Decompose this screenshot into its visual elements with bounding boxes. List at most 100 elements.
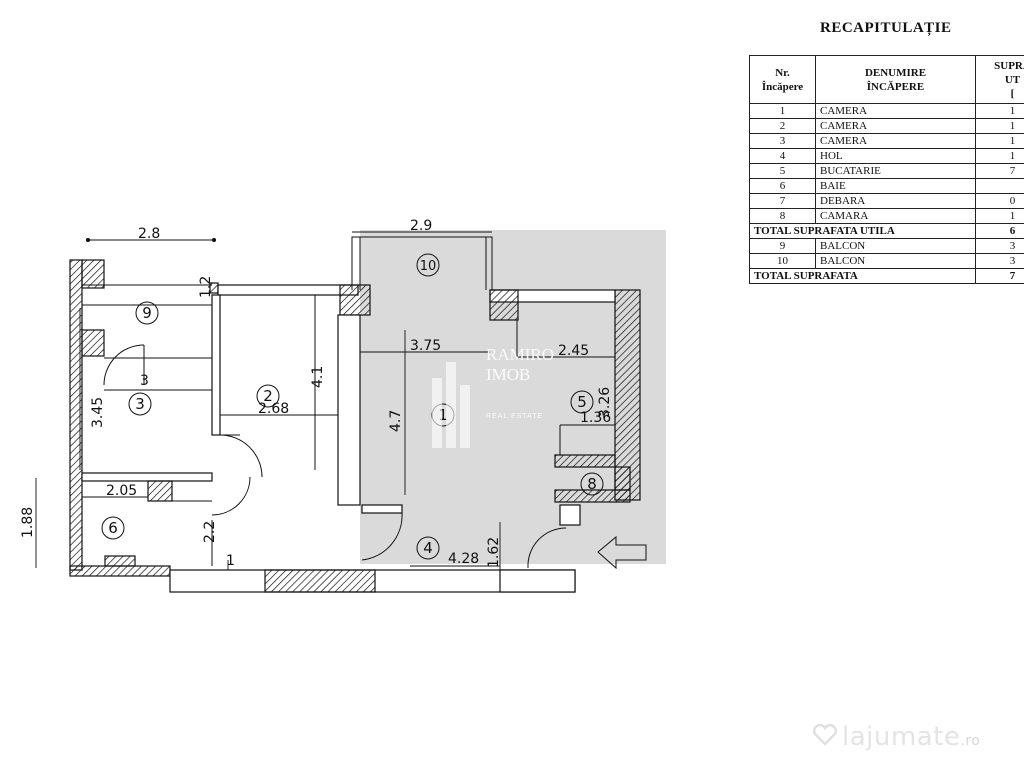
header-name: DENUMIRE ÎNCĂPERE bbox=[815, 55, 976, 104]
recap-cell-name: DEBARA bbox=[815, 193, 976, 209]
recap-cell-nr: 8 bbox=[749, 208, 816, 224]
recap-cell-name: BUCATARIE bbox=[815, 163, 976, 179]
recap-cell-nr: 4 bbox=[749, 148, 816, 164]
recap-cell-name: CAMERA bbox=[815, 133, 976, 149]
agency-name-line3: REAL ESTATE bbox=[486, 413, 543, 420]
recap-cell-nr: 7 bbox=[749, 193, 816, 209]
recap-cell-area: 0 bbox=[975, 193, 1024, 209]
agency-name-line1: RAMIRO bbox=[486, 345, 554, 364]
recap-table-container: Nr. Încăpere DENUMIRE ÎNCĂPERE SUPRA UT … bbox=[749, 55, 1024, 290]
recap-title: RECAPITULAȚIE bbox=[820, 20, 952, 36]
site-logo-icon bbox=[812, 722, 838, 753]
recap-cell-area: 3 bbox=[975, 238, 1024, 254]
room-marker-10: 10 bbox=[416, 253, 440, 277]
room-marker-4: 4 bbox=[416, 536, 440, 560]
dim-hall-a: 2.2 bbox=[202, 521, 218, 543]
recap-cell-area bbox=[975, 178, 1024, 194]
room-marker-3: 3 bbox=[128, 392, 152, 416]
recap-cell-area: 1 bbox=[975, 148, 1024, 164]
recap-cell-name: BALCON bbox=[815, 253, 976, 269]
header-nr-text: Nr. Încăpere bbox=[761, 66, 804, 93]
dim-hall-b: 1 bbox=[226, 553, 235, 569]
recap-cell-nr: 1 bbox=[749, 103, 816, 119]
dim-room1-w: 3.75 bbox=[410, 338, 441, 354]
recap-total-label: TOTAL SUPRAFATA bbox=[749, 268, 976, 284]
dim-bath-w: 2.05 bbox=[106, 483, 137, 499]
header-nr: Nr. Încăpere bbox=[749, 55, 816, 104]
recap-cell-area: 1 bbox=[975, 208, 1024, 224]
agency-watermark: RAMIRO IMOB REAL ESTATE bbox=[432, 345, 554, 448]
recap-total-label: TOTAL SUPRAFATA UTILA bbox=[749, 223, 976, 239]
dim-room3-h: 3.45 bbox=[90, 397, 106, 428]
recap-header-row: Nr. Încăpere DENUMIRE ÎNCĂPERE SUPRA UT … bbox=[749, 55, 1024, 104]
dim-top-left: 2.8 bbox=[138, 226, 160, 242]
recap-cell-area: 6 bbox=[975, 223, 1024, 239]
dimension-lines bbox=[35, 231, 612, 570]
dim-room2-h: 4.1 bbox=[310, 366, 326, 388]
site-watermark: lajumate.ro bbox=[842, 722, 980, 752]
recap-cell-name: BAIE bbox=[815, 178, 976, 194]
dim-kitchen-h: 3.26 bbox=[597, 387, 613, 418]
header-area-text: SUPRA UT [ bbox=[994, 59, 1024, 100]
svg-text:5: 5 bbox=[577, 393, 587, 411]
room-marker-5: 5 bbox=[570, 390, 594, 414]
dim-hall-w: 4.28 bbox=[448, 551, 479, 567]
recap-cell-area: 1 bbox=[975, 118, 1024, 134]
site-watermark-name: lajumate bbox=[842, 722, 961, 752]
recap-cell-nr: 9 bbox=[749, 238, 816, 254]
recap-cell-name: BALCON bbox=[815, 238, 976, 254]
svg-text:4: 4 bbox=[423, 539, 433, 557]
recap-cell-nr: 10 bbox=[749, 253, 816, 269]
recap-cell-nr: 6 bbox=[749, 178, 816, 194]
dim-bath-h: 1.88 bbox=[20, 507, 36, 538]
header-name-text: DENUMIRE ÎNCĂPERE bbox=[864, 66, 927, 93]
room-marker-9: 9 bbox=[135, 301, 159, 325]
recap-table: Nr. Încăpere DENUMIRE ÎNCĂPERE SUPRA UT … bbox=[749, 55, 1024, 284]
svg-text:1: 1 bbox=[438, 406, 448, 424]
dimension-labels: 2.8 2.9 1.2 3 3.45 2.68 4.1 3.75 4.7 2.4… bbox=[20, 218, 613, 569]
dim-balcony9-h: 1.2 bbox=[198, 276, 214, 298]
site-watermark-tld: .ro bbox=[960, 733, 981, 749]
recap-cell-nr: 2 bbox=[749, 118, 816, 134]
dim-room2-w: 2.68 bbox=[258, 401, 289, 417]
recap-cell-area: 7 bbox=[975, 163, 1024, 179]
svg-text:6: 6 bbox=[108, 519, 118, 537]
room-marker-8: 8 bbox=[580, 472, 604, 496]
svg-text:3: 3 bbox=[135, 395, 145, 413]
recap-cell-nr: 5 bbox=[749, 163, 816, 179]
recap-cell-area: 3 bbox=[975, 253, 1024, 269]
svg-text:2: 2 bbox=[263, 387, 273, 405]
walls bbox=[69, 259, 641, 593]
agency-name-line2: IMOB bbox=[486, 365, 530, 384]
room-marker-6: 6 bbox=[101, 516, 125, 540]
dim-room1-h: 4.7 bbox=[388, 410, 404, 432]
recap-cell-name: CAMERA bbox=[815, 118, 976, 134]
dim-hall-h: 1.62 bbox=[486, 537, 502, 568]
recap-cell-nr: 3 bbox=[749, 133, 816, 149]
dim-room3-w: 3 bbox=[140, 373, 149, 389]
floor-plan: 2.8 2.9 1.2 3 3.45 2.68 4.1 3.75 4.7 2.4… bbox=[20, 218, 666, 593]
room-marker-2: 2 bbox=[256, 384, 280, 408]
dim-kitchen-w: 2.45 bbox=[558, 343, 589, 359]
recap-cell-area: 7 bbox=[975, 268, 1024, 284]
svg-text:9: 9 bbox=[142, 304, 152, 322]
svg-text:10: 10 bbox=[420, 259, 437, 274]
dim-top-balcony: 2.9 bbox=[410, 218, 432, 234]
recap-cell-name: HOL bbox=[815, 148, 976, 164]
dim-pantry-w: 1.36 bbox=[580, 410, 611, 426]
header-area: SUPRA UT [ bbox=[975, 55, 1024, 104]
recap-cell-area: 1 bbox=[975, 133, 1024, 149]
recap-cell-name: CAMERA bbox=[815, 103, 976, 119]
